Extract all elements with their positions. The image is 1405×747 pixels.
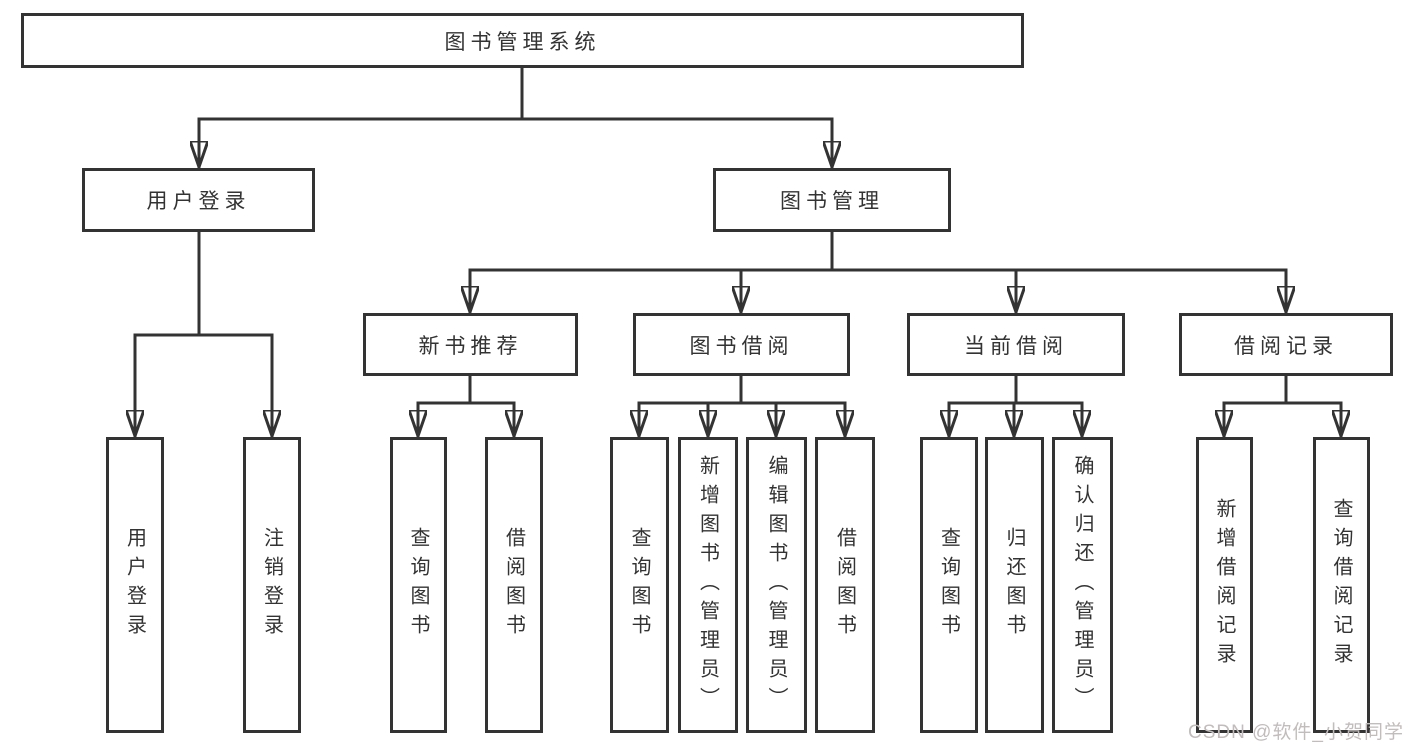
book-borrow-connectors [639, 374, 845, 438]
node-book-borrow: 图书借阅 [633, 313, 850, 376]
node-book-management-module: 图书管理 [713, 168, 951, 232]
root-to-level2-connectors [199, 66, 832, 169]
leaf-borrow-books: 借阅图书 [815, 437, 875, 733]
user-login-branch-connectors [135, 230, 272, 438]
current-borrow-connectors [949, 374, 1082, 438]
new-book-recommend-connectors [418, 374, 514, 438]
node-borrow-records: 借阅记录 [1179, 313, 1393, 376]
borrow-records-connectors [1224, 374, 1341, 438]
leaf-return-books: 归还图书 [985, 437, 1044, 733]
node-current-borrow: 当前借阅 [907, 313, 1125, 376]
book-management-branch-connectors [470, 230, 1286, 314]
leaf-edit-books-admin: 编辑图书（管理员） [746, 437, 807, 733]
leaf-query-books-recommend: 查询图书 [390, 437, 447, 733]
leaf-user-login: 用户登录 [106, 437, 164, 733]
node-library-management-system: 图书管理系统 [21, 13, 1024, 68]
node-user-login-module: 用户登录 [82, 168, 315, 232]
csdn-watermark: CSDN @软件_小贺同学 [1188, 722, 1404, 743]
node-new-book-recommend: 新书推荐 [363, 313, 578, 376]
leaf-confirm-return-admin: 确认归还（管理员） [1052, 437, 1113, 733]
leaf-query-books-borrow: 查询图书 [610, 437, 669, 733]
leaf-add-books-admin: 新增图书（管理员） [678, 437, 738, 733]
leaf-logout: 注销登录 [243, 437, 301, 733]
leaf-query-books-current: 查询图书 [920, 437, 978, 733]
leaf-query-borrow-record: 查询借阅记录 [1313, 437, 1370, 733]
leaf-borrow-books-recommend: 借阅图书 [485, 437, 543, 733]
leaf-add-borrow-record: 新增借阅记录 [1196, 437, 1253, 733]
